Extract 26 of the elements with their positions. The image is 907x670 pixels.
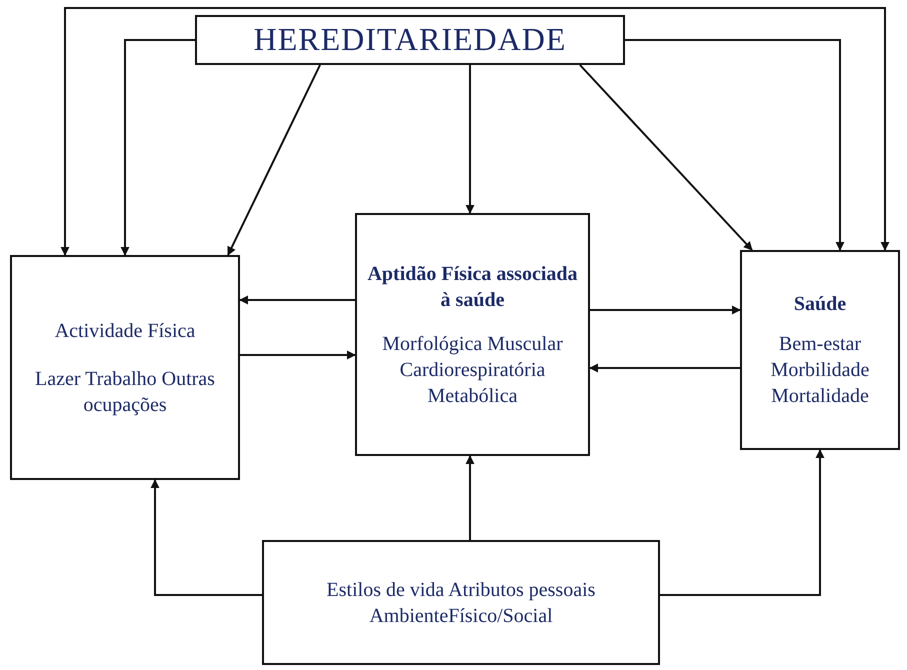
text-box xyxy=(355,213,590,456)
arrow xyxy=(625,39,844,251)
node-heading: Aptidão Física associada à saúde xyxy=(366,262,579,312)
arrow xyxy=(579,64,753,251)
arrow xyxy=(120,39,195,256)
arrow xyxy=(240,350,356,360)
arrow xyxy=(590,306,741,314)
arrow xyxy=(466,455,474,540)
node-heading: Actividade Física xyxy=(54,318,196,344)
node-text: Lazer Trabalho Outras ocupações xyxy=(34,366,216,418)
arrow xyxy=(589,364,740,372)
text-box xyxy=(262,540,660,665)
arrow xyxy=(660,449,824,596)
arrow xyxy=(227,64,321,256)
node-heading: Estilos de vida Atributos pessoais AmbienteFísico/Social xyxy=(326,578,596,628)
text-box xyxy=(740,250,900,450)
text-box xyxy=(10,255,240,480)
arrow xyxy=(239,296,355,304)
node-heading: Saúde xyxy=(794,292,846,317)
arrow xyxy=(466,65,474,214)
arrow xyxy=(60,7,890,256)
arrow xyxy=(150,479,262,596)
text-box xyxy=(195,15,625,65)
node-text: Bem-estar Morbilidade Mortalidade xyxy=(770,332,870,409)
node-text: Morfológica Muscular Cardiorespiratória Metabólica xyxy=(381,332,564,408)
node-heading: HEREDITARIEDADE xyxy=(254,20,566,60)
